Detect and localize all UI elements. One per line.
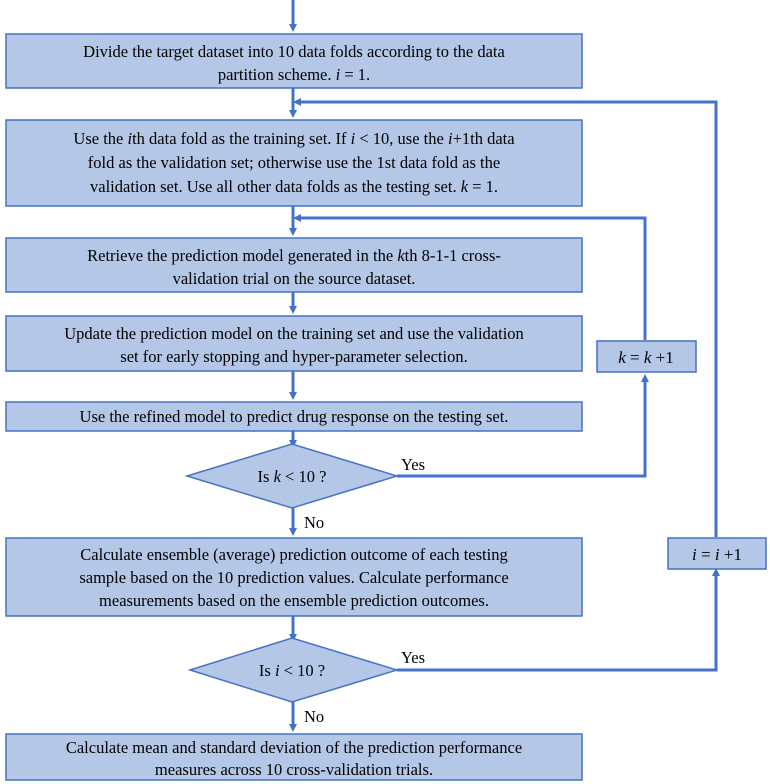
decision-k-no-label: No: [304, 513, 324, 532]
step-divide: Divide the target dataset into 10 data f…: [5, 33, 583, 89]
step-assign-line3: validation set. Use all other data folds…: [90, 177, 498, 196]
step-assign-folds: Use the ith data fold as the training se…: [5, 119, 583, 207]
arrow-i-loop-back: [293, 98, 718, 537]
step-assign-line2: fold as the validation set; otherwise us…: [88, 153, 500, 172]
step-retrieve-line2: validation trial on the source dataset.: [173, 269, 416, 288]
arrow-k-loop-back: [293, 214, 647, 340]
step-final-line1: Calculate mean and standard deviation of…: [66, 738, 522, 757]
step-final: Calculate mean and standard deviation of…: [5, 733, 583, 781]
increment-i-label: i = i +1: [692, 545, 742, 564]
increment-k-label: k = k +1: [618, 348, 674, 367]
step-retrieve-line1: Retrieve the prediction model generated …: [87, 246, 501, 265]
step-assign-line1: Use the ith data fold as the training se…: [73, 129, 515, 148]
step-ensemble-line3: measurements based on the ensemble predi…: [99, 591, 489, 610]
connectors: [289, 0, 720, 732]
step-ensemble-line1: Calculate ensemble (average) prediction …: [80, 545, 507, 564]
step-divide-line2: partition scheme. i = 1.: [218, 65, 370, 84]
decision-k-yes-label: Yes: [401, 455, 425, 474]
step-ensemble-line2: sample based on the 10 prediction values…: [79, 568, 508, 587]
arrow-k-check-yes: [397, 374, 649, 478]
step-divide-line1: Divide the target dataset into 10 data f…: [83, 42, 505, 61]
decision-k-check: Is k < 10 ? Yes No: [184, 443, 425, 532]
decision-i-label: Is i < 10 ?: [259, 661, 325, 680]
step-update-line2: set for early stopping and hyper-paramet…: [120, 347, 467, 366]
decision-k-label: Is k < 10 ?: [258, 467, 327, 486]
step-update-model: Update the prediction model on the train…: [5, 315, 583, 372]
decision-i-check: Is i < 10 ? Yes No: [187, 637, 425, 726]
step-ensemble: Calculate ensemble (average) prediction …: [5, 537, 583, 617]
decision-i-no-label: No: [304, 707, 324, 726]
increment-k: k = k +1: [596, 340, 697, 373]
step-final-line2: measures across 10 cross-validation tria…: [155, 760, 433, 779]
increment-i: i = i +1: [667, 537, 767, 570]
step-predict-line1: Use the refined model to predict drug re…: [80, 407, 509, 426]
decision-i-yes-label: Yes: [401, 648, 425, 667]
step-retrieve-model: Retrieve the prediction model generated …: [5, 237, 583, 293]
step-update-line1: Update the prediction model on the train…: [64, 324, 524, 343]
step-predict: Use the refined model to predict drug re…: [5, 401, 583, 432]
arrow-i-check-yes: [397, 568, 720, 672]
